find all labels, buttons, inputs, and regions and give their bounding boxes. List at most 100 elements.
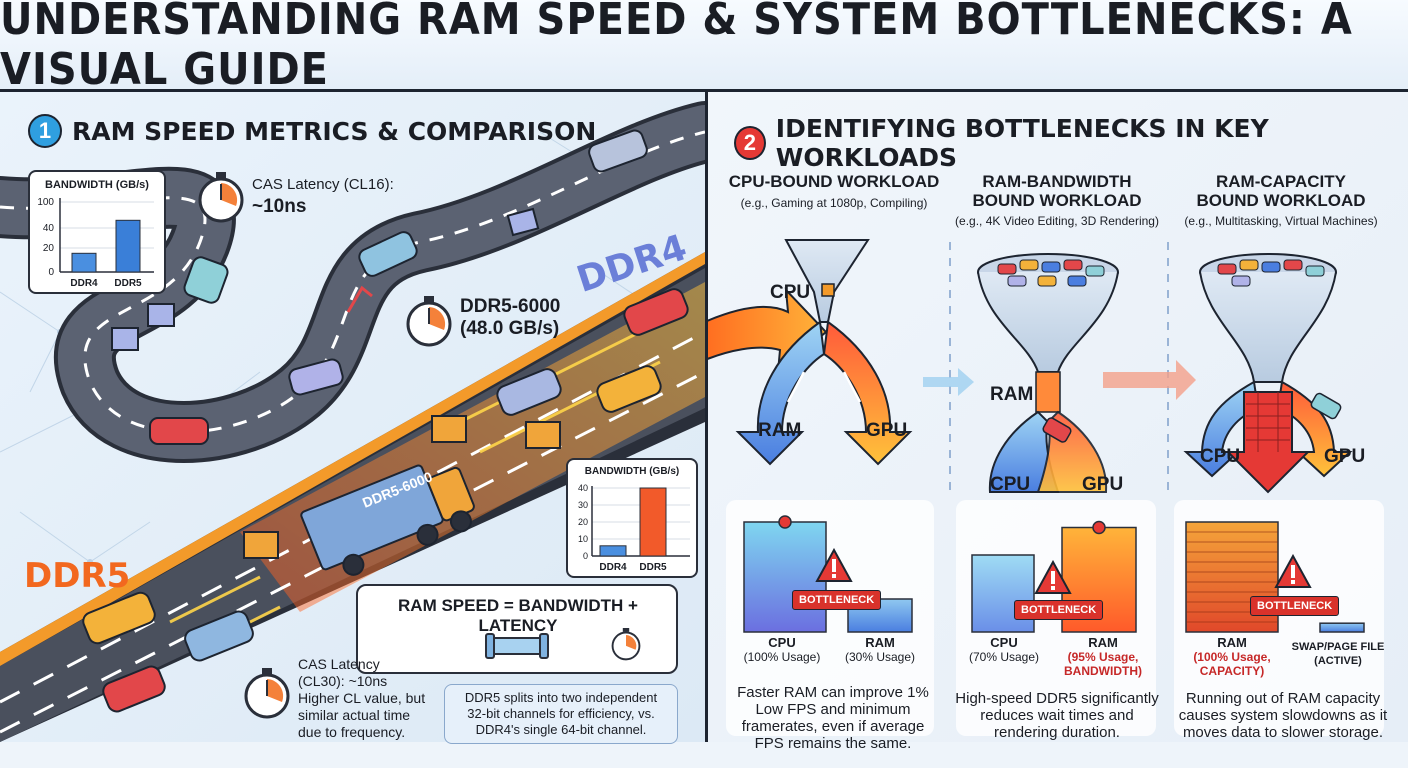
workload1-title: CPU-BOUND WORKLOAD xyxy=(726,172,942,191)
chart2-ytick: 30 xyxy=(578,500,588,510)
workload3-description: Running out of RAM capacity causes syste… xyxy=(1170,690,1396,741)
cas-ddr4-value: ~10ns xyxy=(252,196,307,217)
page-title: UNDERSTANDING RAM SPEED & SYSTEM BOTTLEN… xyxy=(0,0,1353,95)
workload3-title: RAM-CAPACITY BOUND WORKLOAD xyxy=(1176,172,1386,210)
wl2-bar2-label: RAM (95% Usage, BANDWIDTH) xyxy=(1056,635,1150,679)
workload3-left-flow: CPU xyxy=(1200,446,1241,467)
wl1-bar1-label: CPU (100% Usage) xyxy=(742,635,822,665)
wl1-desc-line2: Low FPS and minimum xyxy=(755,701,911,718)
wl2-desc-line3: rendering duration. xyxy=(994,724,1120,741)
wl1-bar2-label: RAM (30% Usage) xyxy=(838,635,922,665)
chart2-xtick: DDR5 xyxy=(639,562,667,573)
workload2-left-flow: CPU xyxy=(990,474,1031,495)
wl3-desc-line1: Running out of RAM capacity xyxy=(1185,690,1381,707)
cas-ddr4-title: CAS Latency (CL16): xyxy=(252,176,394,193)
warning-icon xyxy=(1034,560,1072,594)
chart2-bar-ddr5 xyxy=(639,487,667,557)
section2-title: IDENTIFYING BOTTLENECKS IN KEY WORKLOADS xyxy=(775,114,1269,172)
formula-text: RAM SPEED = BANDWIDTH + LATENCY xyxy=(398,596,638,635)
center-divider xyxy=(705,92,708,742)
cas-ddr5-line1: CAS Latency xyxy=(298,656,380,672)
wl2-bar2-sub1: (95% Usage, xyxy=(1067,650,1139,664)
section2-number: 2 xyxy=(734,126,766,160)
workload1-title-line1: CPU-BOUND WORKLOAD xyxy=(728,172,940,191)
wl3-bar2-sub: (ACTIVE) xyxy=(1314,655,1362,667)
bottleneck-badge-3: BOTTLENECK xyxy=(1250,596,1340,616)
chart2-ytick: 10 xyxy=(578,534,588,544)
chart2-ytick: 0 xyxy=(583,551,588,561)
usage-bar-swap-page-file xyxy=(1319,622,1365,633)
channel-note: DDR5 splits into two independent 32-bit … xyxy=(449,690,673,738)
wl1-bar1-sub: (100% Usage) xyxy=(743,650,821,664)
pipe-icon xyxy=(485,633,549,659)
workload2-description: High-speed DDR5 significantly reduces wa… xyxy=(950,690,1164,741)
cas-ddr5-line4: similar actual time xyxy=(298,707,411,723)
section1-header: 1 RAM SPEED METRICS & COMPARISON xyxy=(28,114,596,148)
chart1-ytick: 100 xyxy=(37,197,54,208)
workload3-title-line2: BOUND WORKLOAD xyxy=(1196,191,1366,210)
wl1-bar2-sub: (30% Usage) xyxy=(844,650,916,664)
channel-note-line3: DDR4's single 64-bit channel. xyxy=(475,722,647,737)
chart2-xtick: DDR4 xyxy=(599,562,627,573)
section1-title: RAM SPEED METRICS & COMPARISON xyxy=(72,116,597,146)
chart1-ytick: 0 xyxy=(48,267,54,278)
chart1-xtick: DDR5 xyxy=(114,278,142,289)
stopwatch-icon xyxy=(611,628,641,661)
chart2-ytick: 40 xyxy=(578,483,588,493)
stopwatch-icon xyxy=(406,296,452,347)
cas-ddr5-line2: (CL30): ~10ns xyxy=(298,673,388,689)
wl3-bar2-label: SWAP/PAGE FILE (ACTIVE) xyxy=(1286,640,1390,668)
wl1-desc-line4: FPS remains the same. xyxy=(754,735,912,752)
wl1-bar2-name: RAM xyxy=(865,635,895,650)
ddr5-speed-line2: (48.0 GB/s) xyxy=(460,318,560,339)
wl2-desc-line2: reduces wait times and xyxy=(980,707,1134,724)
workload2-title: RAM-BANDWIDTH BOUND WORKLOAD xyxy=(952,172,1162,210)
section1-number: 1 xyxy=(28,114,62,148)
wl3-bar1-sub1: (100% Usage, xyxy=(1193,650,1271,664)
chart1-bar-ddr5 xyxy=(115,219,141,273)
usage-marker xyxy=(1092,520,1106,535)
workload1-subtitle: (e.g., Gaming at 1080p, Compiling) xyxy=(740,196,928,210)
workload1-right-flow: GPU xyxy=(866,420,908,441)
wl3-bar2-name: SWAP/PAGE FILE xyxy=(1291,641,1385,653)
workload2-title-line1: RAM-BANDWIDTH xyxy=(982,172,1132,191)
usage-bar-cpu xyxy=(743,521,827,633)
workload1-left-flow: RAM xyxy=(758,420,802,441)
cas-ddr5-line3: Higher CL value, but xyxy=(298,690,426,706)
usage-marker xyxy=(778,515,792,529)
workload2-funnel-mid: RAM xyxy=(990,384,1034,405)
cas-ddr5-block: CAS Latency (CL30): ~10ns Higher CL valu… xyxy=(298,656,425,741)
ddr5-road-label: DDR5 xyxy=(24,556,131,596)
chart1-ytick: 40 xyxy=(43,223,55,234)
channel-note-card: DDR5 splits into two independent 32-bit … xyxy=(444,684,678,744)
chart2-title: BANDWIDTH (GB/s) xyxy=(585,466,679,477)
wl3-desc-line2: causes system slowdowns as it xyxy=(1178,707,1388,724)
wl2-bar2-sub2: BANDWIDTH) xyxy=(1064,664,1142,678)
workload1-funnel-top: CPU xyxy=(770,282,811,303)
channel-note-line2: 32-bit channels for efficiency, vs. xyxy=(467,706,655,721)
usage-bar-cpu xyxy=(971,554,1035,633)
channel-note-line1: DDR5 splits into two independent xyxy=(464,690,658,705)
chart1-xtick: DDR4 xyxy=(70,278,98,289)
title-bar: UNDERSTANDING RAM SPEED & SYSTEM BOTTLEN… xyxy=(0,0,1408,95)
ddr5-speed-line1: DDR5-6000 xyxy=(460,296,561,317)
wl2-bar2-name: RAM xyxy=(1088,635,1118,650)
wl3-desc-line3: moves data to slower storage. xyxy=(1182,724,1384,741)
workload2-title-line2: BOUND WORKLOAD xyxy=(972,191,1142,210)
wl1-desc-line3: framerates, even if average xyxy=(741,718,925,735)
wl1-bar1-name: CPU xyxy=(768,635,796,650)
wl2-bar1-name: CPU xyxy=(990,635,1018,650)
formula-card: RAM SPEED = BANDWIDTH + LATENCY xyxy=(356,584,678,674)
chart2-bar-ddr4 xyxy=(599,545,627,557)
cas-ddr5-line5: due to frequency. xyxy=(298,724,406,740)
workload3-subtitle: (e.g., Multitasking, Virtual Machines) xyxy=(1184,214,1378,228)
bottleneck-badge-1: BOTTLENECK xyxy=(792,590,882,610)
workload2-subtitle: (e.g., 4K Video Editing, 3D Rendering) xyxy=(955,214,1159,228)
workload3-title-line1: RAM-CAPACITY xyxy=(1215,172,1346,191)
chart1-bar-ddr4 xyxy=(71,252,97,273)
workload1-description: Faster RAM can improve 1% Low FPS and mi… xyxy=(728,684,938,752)
workload2-right-flow: GPU xyxy=(1082,474,1124,495)
